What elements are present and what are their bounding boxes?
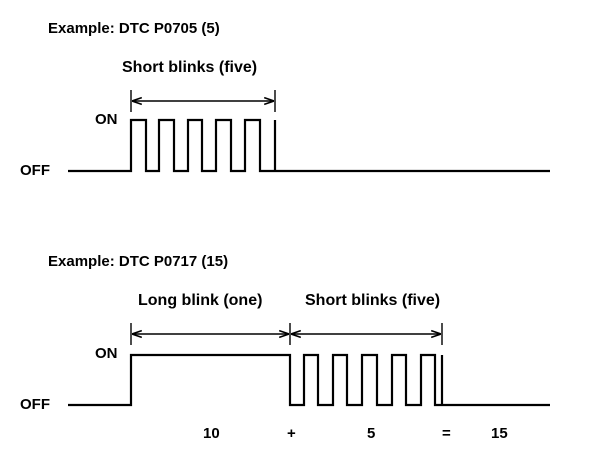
equation-plus: + bbox=[287, 425, 296, 442]
example2-title: Example: DTC P0717 (15) bbox=[48, 253, 229, 270]
long-blink-label: Long blink (one) bbox=[138, 292, 263, 309]
off-label-2: OFF bbox=[20, 396, 50, 413]
equation-equals: = bbox=[442, 425, 451, 442]
waveform-1 bbox=[68, 118, 550, 173]
on-label-2: ON bbox=[95, 345, 118, 362]
on-label-1: ON bbox=[95, 111, 118, 128]
short-blinks-label-2: Short blinks (five) bbox=[305, 292, 441, 309]
equation-total: 15 bbox=[491, 425, 508, 442]
equation-short-value: 5 bbox=[367, 425, 376, 442]
equation-long-value: 10 bbox=[203, 425, 220, 442]
waveform-2 bbox=[68, 353, 550, 407]
example1-title: Example: DTC P0705 (5) bbox=[48, 20, 220, 37]
short-blinks-label: Short blinks (five) bbox=[122, 59, 258, 76]
off-label-1: OFF bbox=[20, 162, 50, 179]
